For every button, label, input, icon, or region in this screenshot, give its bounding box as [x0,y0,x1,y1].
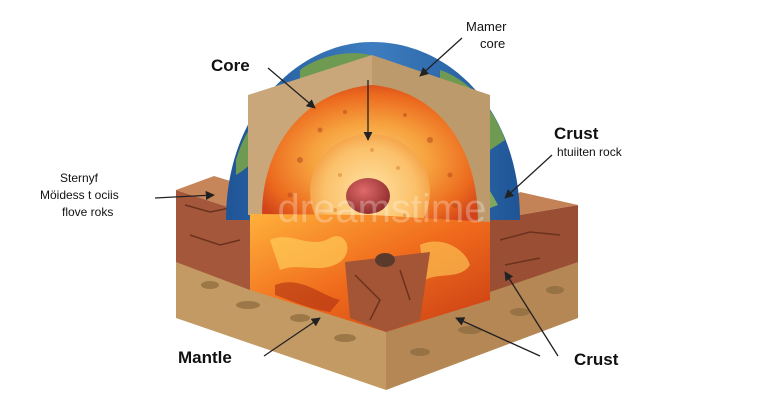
label-crust-bottom: Crust [574,350,619,369]
crust-block-bottom-layer [176,258,578,390]
leader-mamer-core [419,37,463,77]
label-left-line3: flove roks [62,205,114,219]
leader-mantle [263,317,321,357]
inner-core [346,178,390,214]
leader-crust-bottom-a [504,271,559,357]
label-mantle: Mantle [178,348,232,367]
leader-core [267,67,316,109]
label-mamer-core-line1: Mamer [466,19,507,34]
lava-mantle-block [250,214,490,332]
watermark: dreamstime [278,187,487,231]
label-left-line2: Möidess t ociis [40,188,119,202]
leader-crust-bottom-b [455,317,541,357]
label-crust-top: Crust [554,124,599,143]
label-left-line1: Sternyf [60,171,99,185]
leader-left-rock [154,190,215,200]
label-crust-top-sub: htuiiten rock [557,145,622,159]
leader-crust-top [504,154,553,199]
label-core: Core [211,56,250,75]
label-mamer-core-line2: core [480,36,506,51]
leader-lines [154,37,559,357]
